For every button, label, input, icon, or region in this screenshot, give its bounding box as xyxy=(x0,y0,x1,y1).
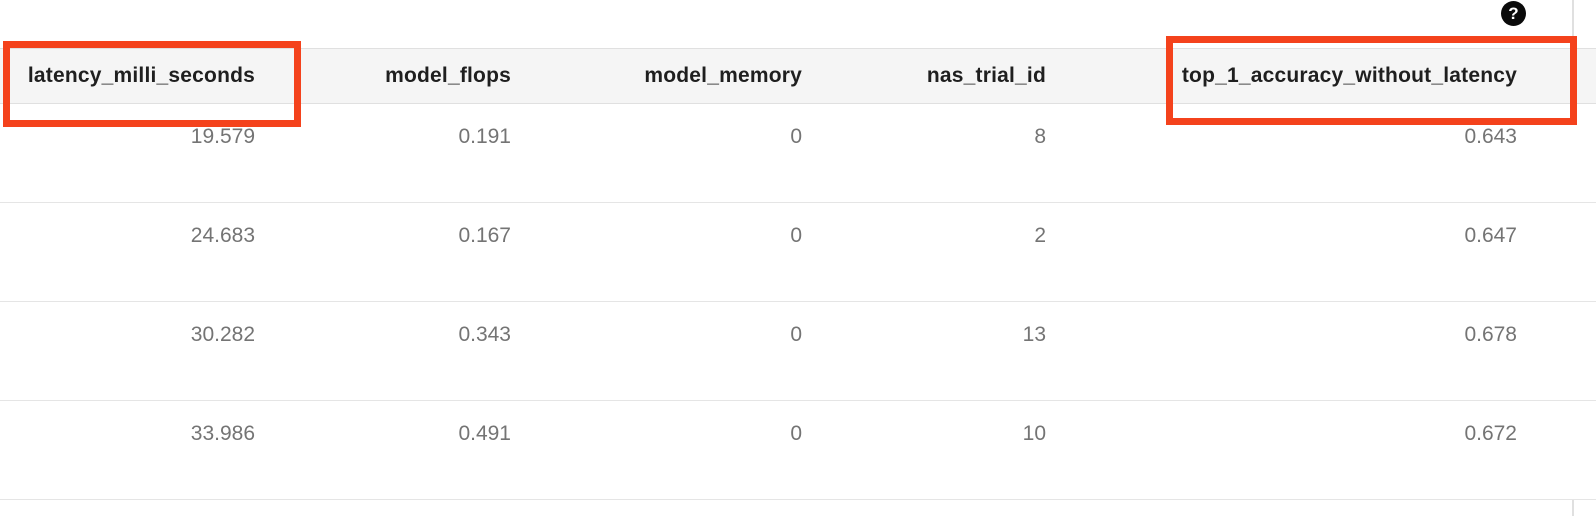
cell-overflow xyxy=(1573,401,1596,499)
cell-nas-trial-id: 10 xyxy=(1022,422,1046,445)
cell-model-flops: 0.491 xyxy=(458,422,511,445)
cell-latency: 24.683 xyxy=(190,224,255,247)
cell-top-1-accuracy: 0.647 xyxy=(1464,224,1517,247)
column-header-overflow xyxy=(1573,49,1596,103)
cell-model-flops: 0.191 xyxy=(458,125,511,148)
cell-model-flops: 0.343 xyxy=(458,323,511,346)
table-row: 19.579 0.191 0 8 0.643 xyxy=(0,104,1596,203)
column-header-latency-milli-seconds[interactable]: latency_milli_seconds xyxy=(27,64,255,87)
column-header-model-flops[interactable]: model_flops xyxy=(385,64,511,87)
cell-top-1-accuracy: 0.643 xyxy=(1464,125,1517,148)
column-header-model-memory[interactable]: model_memory xyxy=(644,64,802,87)
cell-overflow xyxy=(1573,104,1596,202)
cell-top-1-accuracy: 0.678 xyxy=(1464,323,1517,346)
cell-top-1-accuracy: 0.672 xyxy=(1464,422,1517,445)
cell-latency: 30.282 xyxy=(190,323,255,346)
cell-latency: 19.579 xyxy=(190,125,255,148)
cell-model-memory: 0 xyxy=(790,125,802,148)
cell-model-flops: 0.167 xyxy=(458,224,511,247)
cell-overflow xyxy=(1573,203,1596,301)
cell-latency: 33.986 xyxy=(190,422,255,445)
cell-nas-trial-id: 13 xyxy=(1022,323,1046,346)
metrics-table: latency_milli_seconds model_flops model_… xyxy=(0,48,1596,500)
cell-model-memory: 0 xyxy=(790,224,802,247)
cell-model-memory: 0 xyxy=(790,422,802,445)
cell-overflow xyxy=(1573,302,1596,400)
table-row: 24.683 0.167 0 2 0.647 xyxy=(0,203,1596,302)
column-header-top-1-accuracy-without-latency[interactable]: top_1_accuracy_without_latency xyxy=(1181,64,1517,87)
table-header-row: latency_milli_seconds model_flops model_… xyxy=(0,48,1596,104)
column-header-nas-trial-id[interactable]: nas_trial_id xyxy=(926,64,1046,87)
table-row: 33.986 0.491 0 10 0.672 xyxy=(0,401,1596,500)
cell-nas-trial-id: 8 xyxy=(1034,125,1046,148)
help-icon-glyph: ? xyxy=(1508,3,1519,23)
cell-nas-trial-id: 2 xyxy=(1034,224,1046,247)
help-icon[interactable]: ? xyxy=(1501,1,1526,26)
table-row: 30.282 0.343 0 13 0.678 xyxy=(0,302,1596,401)
cell-model-memory: 0 xyxy=(790,323,802,346)
